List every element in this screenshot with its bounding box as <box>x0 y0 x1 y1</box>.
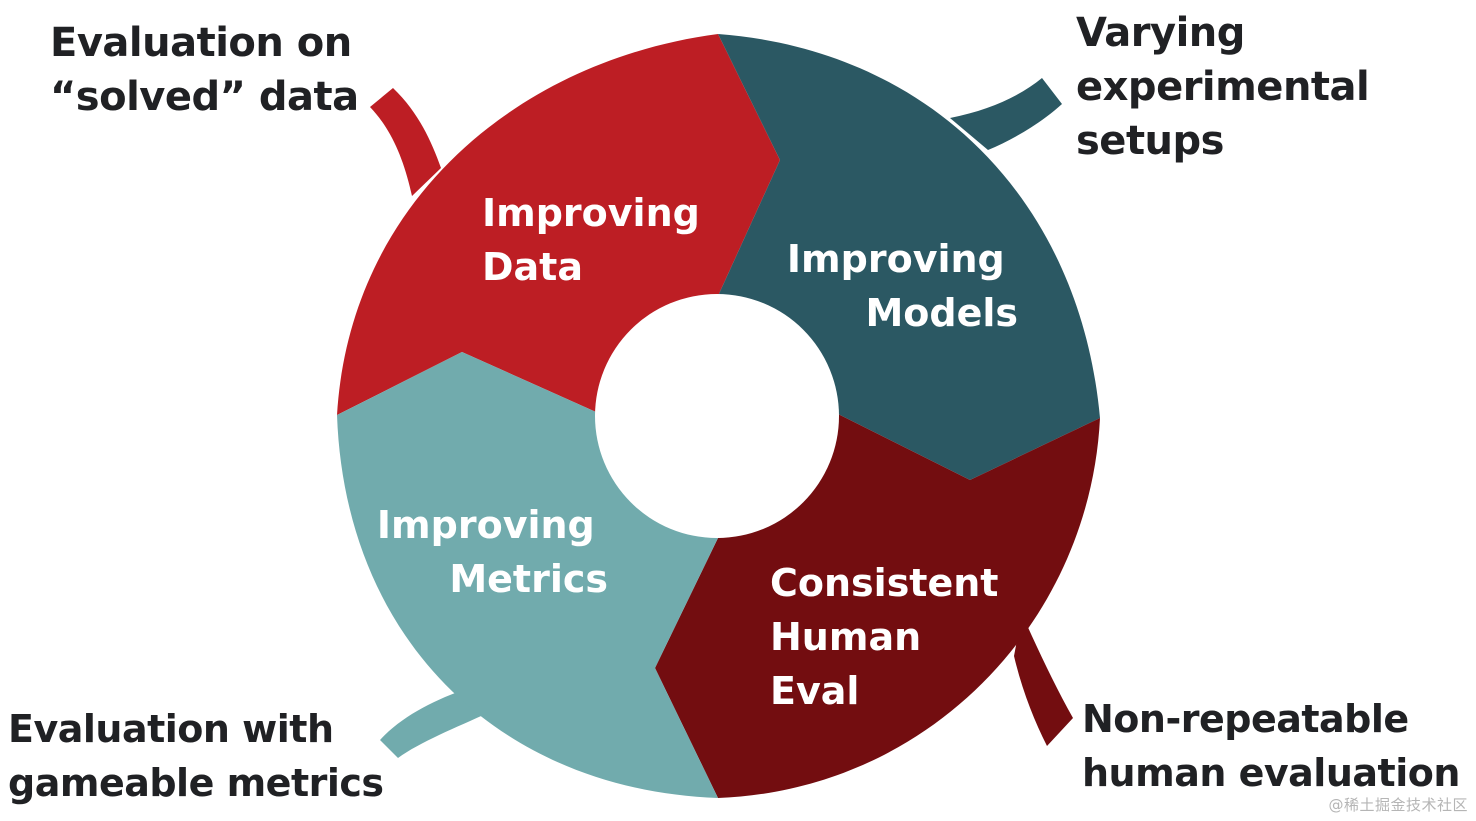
watermark: @稀土掘金技术社区 <box>1328 796 1468 814</box>
segment-improving-models <box>718 34 1100 480</box>
annotation-gameable-metrics: Evaluation with gameable metrics <box>8 707 384 805</box>
annotation-human-evaluation: Non-repeatable human evaluation <box>1082 697 1460 795</box>
tail-solved-data <box>370 88 441 196</box>
label-improving-models: Improving Models <box>787 237 1018 335</box>
annotation-solved-data: Evaluation on “solved” data <box>50 20 359 120</box>
segment-consistent-human-eval <box>655 414 1100 798</box>
center-hole <box>595 294 839 538</box>
segment-improving-data <box>337 34 780 415</box>
annotation-experimental-setups: Varying experimental setups <box>1076 10 1370 164</box>
label-improving-metrics: Improving Metrics <box>377 503 608 601</box>
segment-improving-metrics <box>337 352 718 798</box>
label-improving-data: Improving Data <box>482 191 713 289</box>
label-consistent-human-eval: Consistent Human Eval <box>770 561 1012 713</box>
tail-human-evaluation <box>1014 614 1073 746</box>
tail-gameable-metrics <box>380 690 490 758</box>
tail-experimental-setups <box>950 78 1062 150</box>
